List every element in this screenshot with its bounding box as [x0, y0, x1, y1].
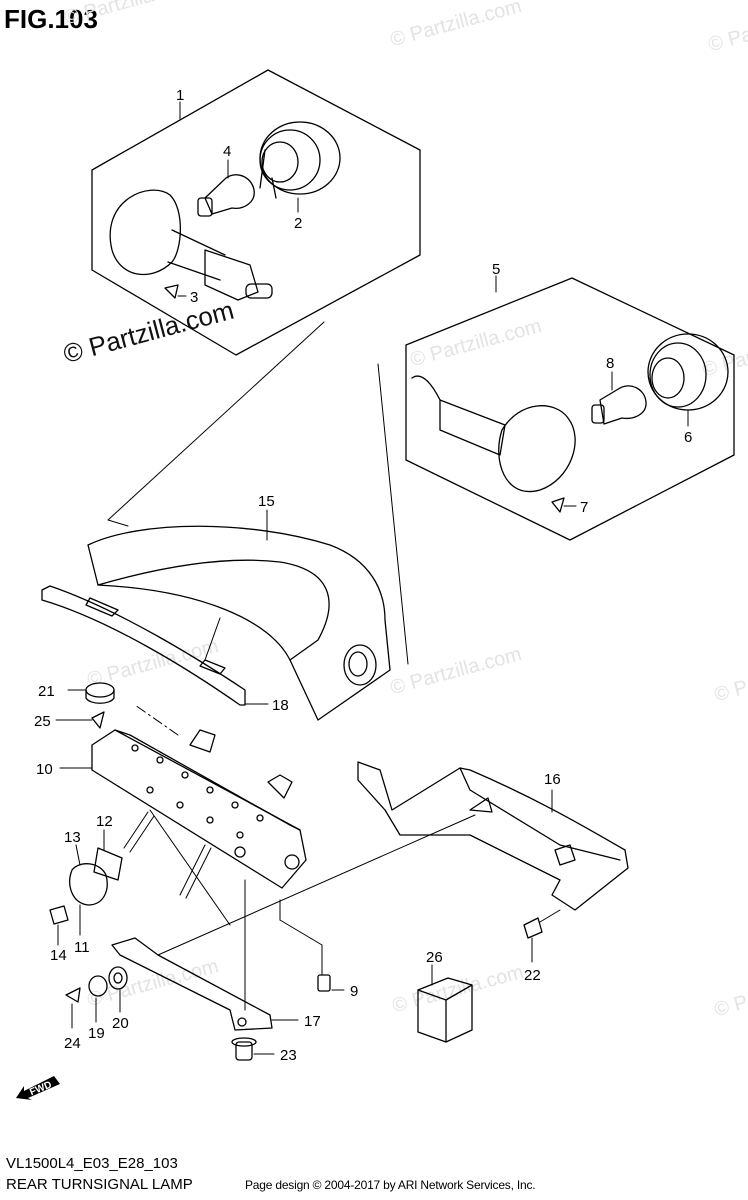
washer-20: [108, 966, 128, 990]
stud-12a: [123, 811, 155, 853]
callout-10: 10: [36, 761, 53, 778]
rubber-mount-13: [49, 829, 123, 946]
assembly-1-frame: [91, 69, 421, 356]
callout-9: 9: [350, 983, 358, 1000]
copyright-notice: Page design © 2004-2017 by ARI Network S…: [245, 1178, 536, 1192]
turnsignal-lamp-assembly-1: [91, 69, 421, 356]
license-bracket-10: [59, 704, 307, 889]
bulb-4: [204, 174, 255, 215]
callout-5: 5: [492, 261, 500, 278]
callout-8: 8: [606, 355, 614, 372]
callout-19: 19: [88, 1025, 105, 1042]
fender-bracket-16: [357, 761, 629, 911]
callout-6: 6: [684, 429, 692, 446]
callout-1: 1: [176, 87, 184, 104]
figure-name: REAR TURNSIGNAL LAMP: [6, 1176, 193, 1193]
callout-16: 16: [544, 771, 561, 788]
fender-outer: [87, 525, 391, 721]
clip-22: [523, 909, 561, 963]
washers-19-20-24: [65, 966, 128, 1029]
bracket-10: [91, 729, 307, 889]
callout-21: 21: [38, 683, 55, 700]
callout-22: 22: [524, 967, 541, 984]
grommet-21: [67, 682, 115, 704]
callout-13: 13: [64, 829, 81, 846]
figure-title: FIG.103: [4, 4, 98, 34]
fwd-label: FWD: [28, 1080, 53, 1099]
spacer-19: [88, 975, 108, 997]
nut-14: [49, 905, 69, 925]
screw-7: [551, 497, 565, 513]
bolt-23: [231, 1037, 275, 1061]
fender-hole: [343, 644, 377, 686]
lamp-stem-1: [167, 229, 226, 281]
assembly-5-frame: [405, 277, 735, 541]
bracket-16: [357, 761, 629, 911]
callout-17: 17: [304, 1013, 321, 1030]
lamp-housing-1: [204, 249, 259, 301]
callout-23: 23: [280, 1047, 297, 1064]
callout-labels: 1 2 3 4 5 6 7 8 9 10 11 12 13 14 15 16 1…: [34, 87, 692, 1064]
lamp-housing-5: [439, 399, 506, 456]
callout-12: 12: [96, 813, 113, 830]
callout-18: 18: [272, 697, 289, 714]
callout-11: 11: [74, 939, 90, 956]
turnsignal-lamp-assembly-5: [405, 277, 735, 541]
callout-25: 25: [34, 713, 51, 730]
callout-24: 24: [64, 1035, 81, 1052]
reflector-plate-18: [41, 585, 269, 706]
callout-3: 3: [190, 289, 198, 306]
screw-25: [55, 711, 105, 729]
callout-15: 15: [258, 493, 275, 510]
screw-24: [65, 987, 81, 1003]
callout-20: 20: [112, 1015, 129, 1032]
leader-lines: [107, 101, 409, 665]
collar-12: [93, 847, 123, 881]
fwd-arrow: FWD: [14, 1068, 62, 1107]
lamp-lens-1: [109, 189, 181, 276]
callout-4: 4: [223, 143, 231, 160]
leader-lines-5: [495, 275, 689, 507]
plate-17: [111, 814, 476, 1031]
studs-12: [123, 809, 231, 926]
lamp-wire-5: [411, 375, 441, 401]
screw-3: [164, 284, 179, 299]
callout-26: 26: [426, 949, 443, 966]
bolt-9: [279, 899, 345, 992]
lamp-lens-5: [498, 405, 576, 493]
plate-18: [41, 585, 246, 706]
callout-2: 2: [294, 215, 302, 232]
bulb-8: [599, 385, 647, 425]
stud-12b: [179, 844, 212, 899]
callout-7: 7: [580, 499, 588, 516]
relay-26: [417, 964, 473, 1043]
lamp-wire-1: [245, 283, 273, 299]
callout-14: 14: [50, 947, 67, 964]
figure-reference-code: VL1500L4_E03_E28_103: [6, 1155, 178, 1172]
rear-fender-15: [87, 509, 391, 721]
bulb-4-base: [197, 197, 213, 217]
